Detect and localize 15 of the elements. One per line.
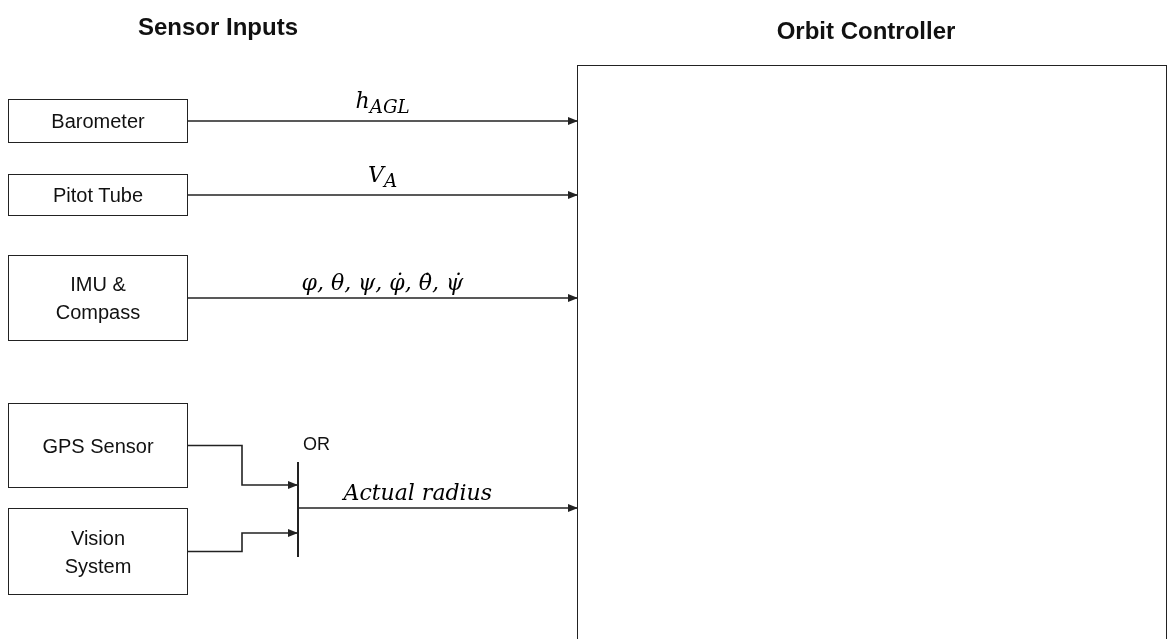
arrow: [187, 444, 298, 489]
edge-label: φ, θ, ψ, φ̇, θ̇, ψ̇: [299, 271, 466, 296]
controller-heading: Orbit Controller: [775, 16, 957, 46]
arrow: [298, 504, 578, 512]
arrow: [187, 294, 578, 302]
column-heading: Sensor Inputs: [137, 13, 299, 41]
junction-label: OR: [303, 434, 330, 455]
arrow: [187, 529, 298, 553]
sensor-box: Barometer: [8, 99, 188, 143]
sensor-box: Pitot Tube: [8, 174, 188, 216]
sensor-box: IMU & Compass: [8, 255, 188, 341]
sensor-box: Vision System: [8, 508, 188, 595]
sensor-box: GPS Sensor: [8, 403, 188, 488]
arrow: [187, 191, 578, 199]
arrow: [187, 117, 578, 125]
